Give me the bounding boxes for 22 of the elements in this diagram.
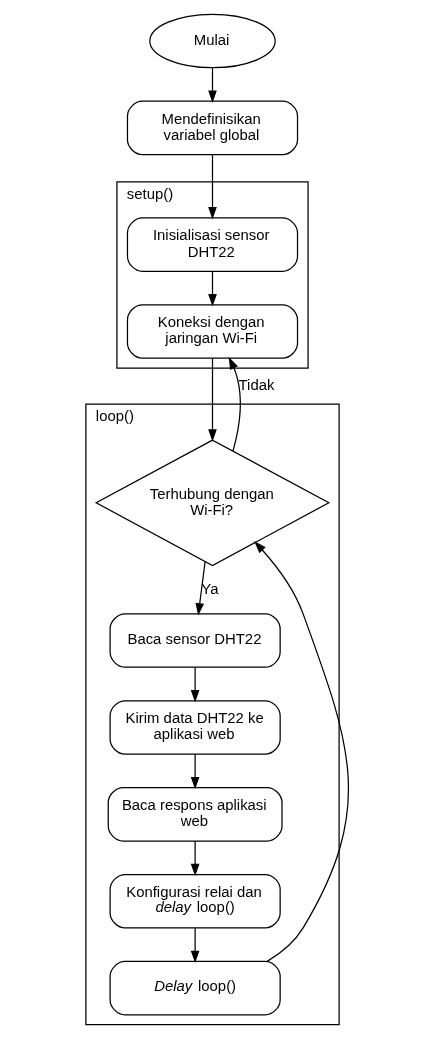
arrow — [208, 357, 217, 442]
node-box: Konfigurasi relai dan delay loop() — [109, 873, 281, 929]
node-box: Baca respons aplikasi web — [107, 787, 283, 842]
arrow — [195, 561, 206, 616]
arrow — [208, 271, 217, 307]
arrow — [190, 927, 200, 964]
node-ellipse: Mulai — [149, 13, 276, 69]
edge-label: Ya — [201, 580, 219, 597]
node-box: Kirim data DHT22 ke aplikasi web — [109, 700, 281, 755]
node-box: Koneksi dengan jaringan Wi-Fi — [126, 304, 299, 359]
arrow — [208, 67, 217, 103]
arrow — [208, 154, 217, 220]
node-box: Mendefinisikan variabel global — [126, 100, 299, 156]
node-box: Baca sensor DHT22 — [109, 613, 281, 668]
node-box: Delay loop() — [109, 960, 281, 1016]
arrow — [190, 840, 200, 877]
arrow — [254, 541, 349, 962]
arrow — [190, 666, 200, 703]
arrow — [228, 356, 241, 452]
node-diamond: Terhubung dengan Wi-Fi? — [94, 439, 331, 567]
node-box: Inisialisasi sensor DHT22 — [126, 217, 299, 272]
arrow — [190, 753, 200, 790]
